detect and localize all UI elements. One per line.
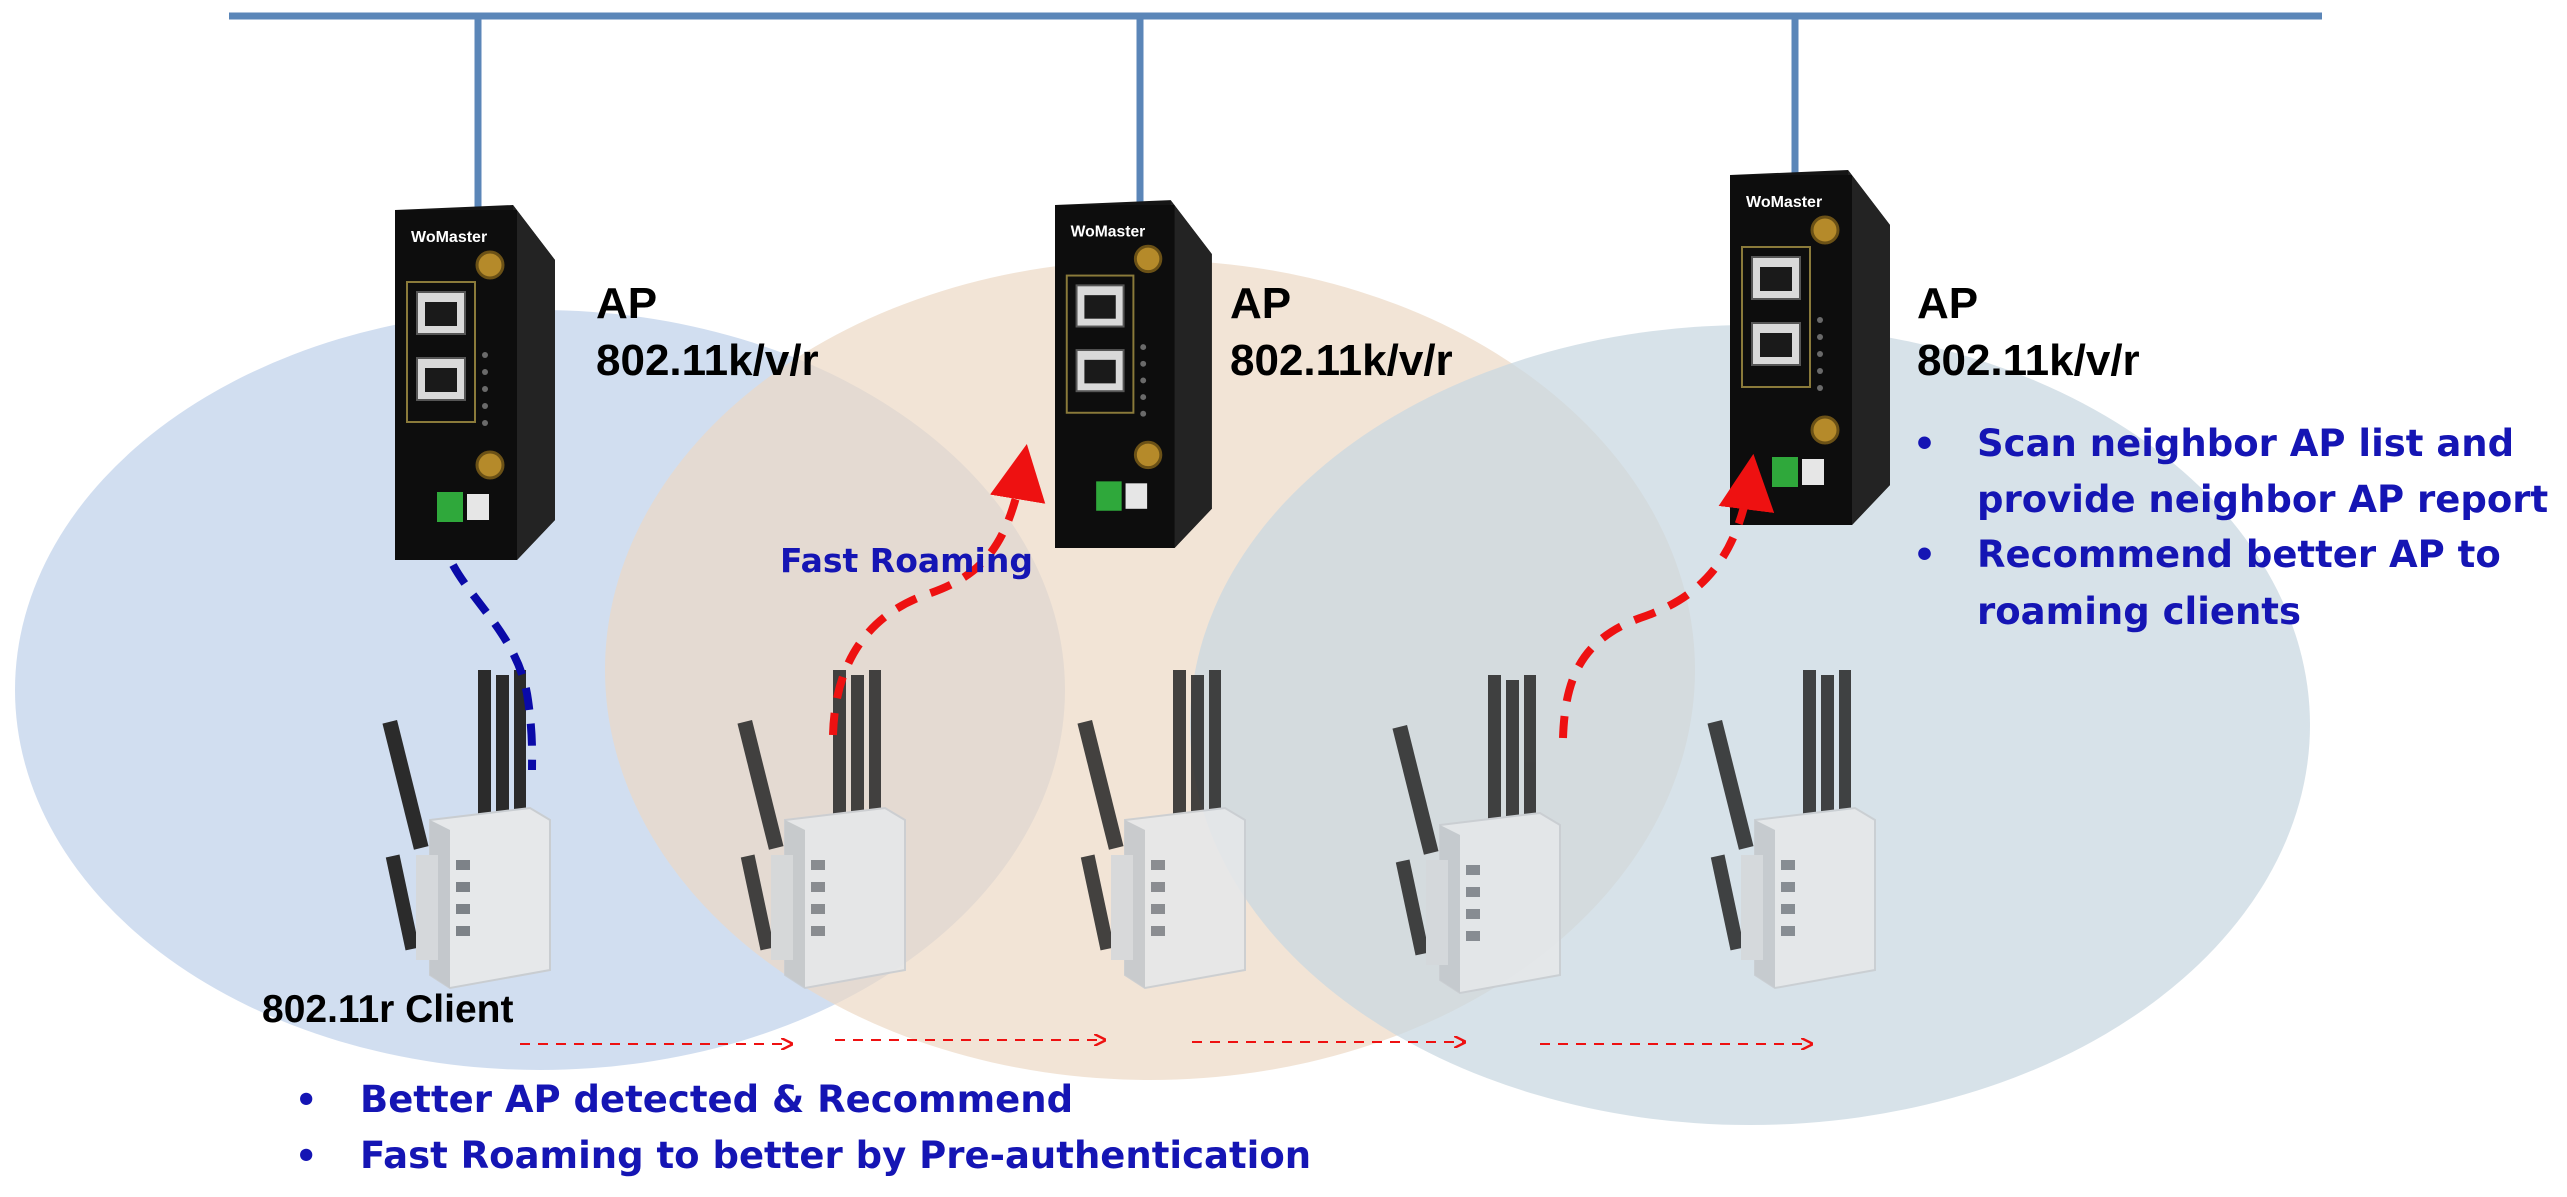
antenna-connector-icon [1133,244,1163,274]
fast-roaming-label: Fast Roaming [780,541,1033,580]
status-led-icon [482,369,488,375]
antenna-connector-icon [475,250,505,280]
antenna-icon [385,854,420,951]
status-led-icon [482,352,488,358]
status-led-icon [1817,317,1823,323]
client-feature-line: Fast Roaming to better by Pre-authentica… [360,1134,1311,1177]
antenna-icon [1506,680,1519,820]
bullet-glyph: • [1913,424,1936,465]
status-led-icon [1140,360,1147,367]
ap-feature-line: roaming clients [1977,590,2301,633]
ap-feature-line: provide neighbor AP report [1977,478,2548,521]
ap-label-2: AP 802.11k/v/r [1230,279,1453,385]
association-link [449,563,537,771]
status-led-icon [1817,368,1823,374]
backbone-network [229,12,2322,215]
status-led-icon [1140,377,1147,384]
antenna-icon [496,675,509,815]
ap-title: AP [596,279,657,328]
ap-feature-list: • Scan neighbor AP list and provide neig… [1913,422,2548,633]
status-led-icon [1140,344,1147,351]
brand-logo: WoMaster [1071,223,1146,240]
antenna-icon [1803,670,1816,815]
antenna-icon [833,670,846,815]
client-feature-line: Better AP detected & Recommend [360,1078,1073,1121]
antenna-icon [1839,670,1851,815]
antenna-connector-icon [1810,415,1840,445]
client-device [1077,670,1246,990]
ap-standards: 802.11k/v/r [596,336,819,385]
antenna-icon [1191,675,1204,815]
roaming-arrow-2 [1559,453,1775,739]
antenna-icon [1077,719,1124,850]
antenna-connector-icon [1810,215,1840,245]
status-led-icon [482,420,488,426]
brand-logo: WoMaster [1746,194,1822,211]
antenna-icon [514,670,526,815]
antenna-icon [1707,719,1754,850]
ap-title: AP [1917,279,1978,328]
status-led-icon [482,386,488,392]
client-label: 802.11r Client [262,988,513,1031]
client-device [737,670,906,990]
status-led-icon [482,403,488,409]
antenna-icon [1821,675,1834,815]
ap-feature-line: Scan neighbor AP list and [1977,422,2514,465]
antenna-connector-icon [1133,440,1163,470]
client-feature-list: • Better AP detected & Recommend • Fast … [295,1078,1311,1177]
antenna-icon [1488,675,1501,820]
ap-standards: 802.11k/v/r [1230,336,1453,385]
movement-arrows [520,1040,1812,1044]
antenna-connector-icon [475,450,505,480]
antenna-icon [1524,675,1536,820]
brand-logo: WoMaster [411,229,487,246]
antenna-icon [1395,859,1430,956]
access-point-device: WoMaster [1730,170,1890,525]
client-device [1392,675,1561,995]
ap-standards: 802.11k/v/r [1917,336,2140,385]
access-point-device: WoMaster [1055,200,1212,548]
antenna-icon [1710,854,1745,951]
status-led-icon [1817,351,1823,357]
status-led-icon [1817,334,1823,340]
bullet-glyph: • [295,1081,317,1121]
antenna-icon [851,675,864,815]
client-device [1707,670,1876,990]
power-terminal-icon [437,492,463,522]
status-led-icon [1140,394,1147,401]
bullet-glyph: • [1913,535,1936,576]
antenna-icon [1392,724,1439,855]
antenna-icon [1209,670,1221,815]
ap-label-1: AP 802.11k/v/r [596,279,819,385]
status-led-icon [1817,385,1823,391]
antenna-icon [740,854,775,951]
power-terminal-icon [1096,481,1122,511]
access-point-device: WoMaster [395,205,555,560]
ap-feature-line: Recommend better AP to [1977,533,2501,576]
ap-title: AP [1230,279,1291,328]
antenna-icon [382,719,429,850]
antenna-icon [478,670,491,815]
client-device [382,670,551,990]
antenna-icon [869,670,881,815]
antenna-icon [737,719,784,850]
ap-label-3: AP 802.11k/v/r [1917,279,2140,385]
power-terminal-icon [1772,457,1798,487]
antenna-icon [1080,854,1115,951]
status-led-icon [1140,410,1147,417]
bullet-glyph: • [295,1137,317,1177]
antenna-icon [1173,670,1186,815]
